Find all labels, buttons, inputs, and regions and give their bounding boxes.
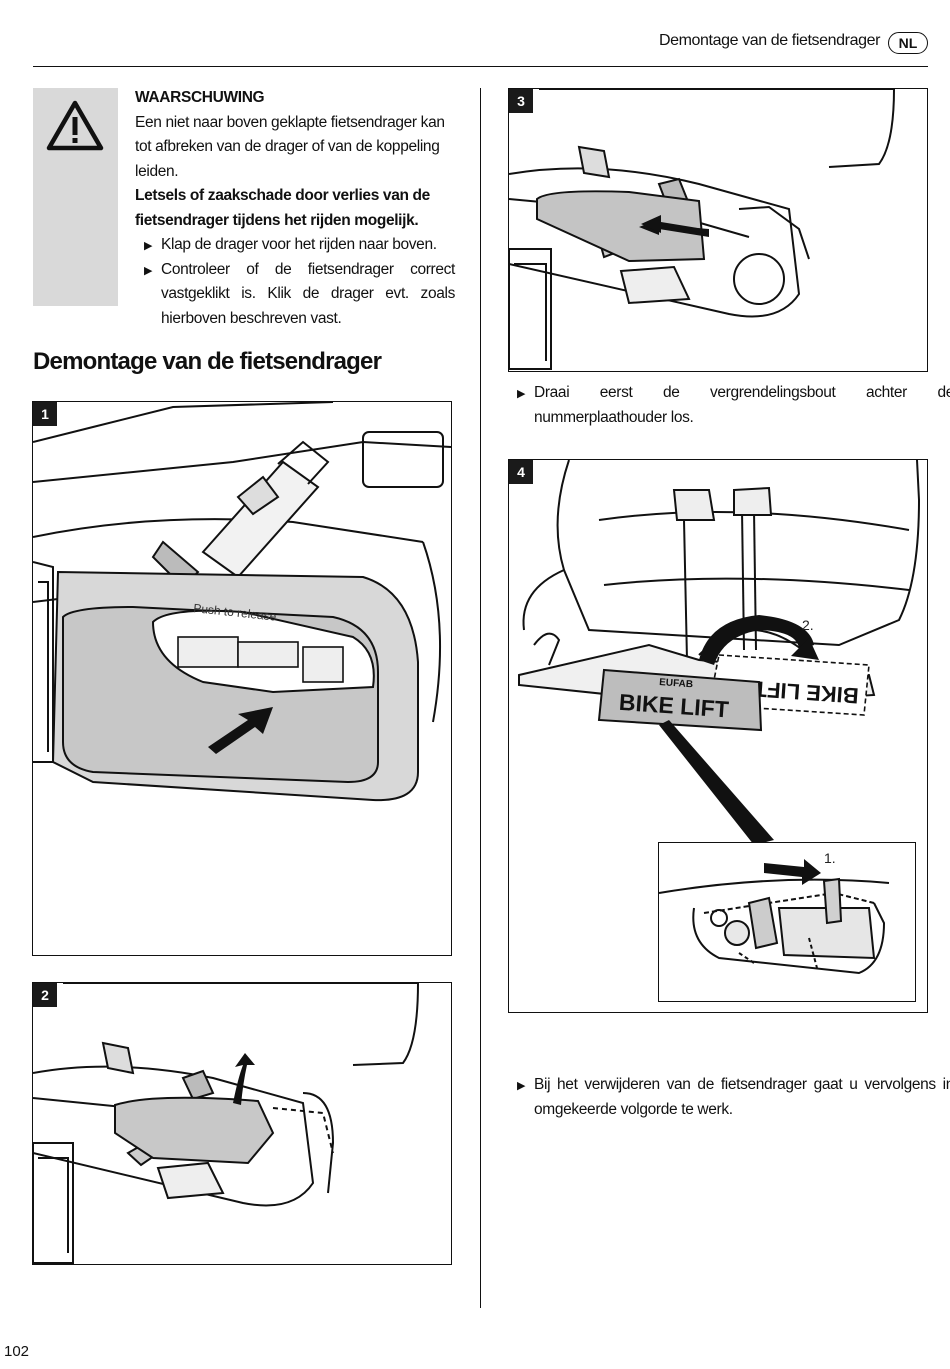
figure-4-detail-illustration: 1.	[659, 850, 890, 975]
bullet-arrow-icon: ▶	[144, 264, 153, 277]
language-badge: NL	[888, 32, 928, 54]
figure-4: BIKE LIFT BIKE LIFT EUFAB 2. 4 1.	[508, 459, 928, 1013]
figure-2-number: 2	[33, 983, 57, 1007]
warning-title: WAARSCHUWING	[135, 89, 265, 106]
figure-4-detail: 1.	[658, 842, 916, 1002]
section-title: Demontage van de fietsendrager	[33, 348, 382, 375]
header-rule	[33, 66, 928, 67]
instruction-bullet: ▶ Draai eerst de vergrendelingsbout acht…	[508, 381, 950, 430]
figure-3: 3	[508, 88, 928, 372]
figure-2-illustration	[33, 983, 420, 1264]
bullet-arrow-icon: ▶	[144, 240, 153, 252]
step-1-label: 1.	[824, 850, 836, 866]
bullet-arrow-icon: ▶	[517, 388, 526, 400]
warning-bold-text: Letsels of zaakschade door verlies van d…	[135, 187, 430, 229]
warning-bullet: ▶ Klap de drager voor het rijden naar bo…	[135, 233, 455, 258]
header-title: Demontage van de fietsendrager	[658, 32, 880, 49]
figure-1: Push to release 1	[32, 401, 452, 956]
figure-4-number: 4	[509, 460, 533, 484]
instruction-bullet: ▶ Bij het verwijderen van de fietsendrag…	[508, 1073, 950, 1122]
warning-bullet-text: Controleer of de fietsendrager correct v…	[161, 260, 455, 327]
step-2-label: 2.	[802, 617, 814, 633]
figure-3-number: 3	[509, 89, 533, 113]
bullet-arrow-icon: ▶	[517, 1080, 526, 1092]
figure-1-number: 1	[33, 402, 57, 426]
instruction-text: Draai eerst de vergrendelingsbout achter…	[534, 384, 950, 426]
figure-4-illustration: BIKE LIFT BIKE LIFT EUFAB 2.	[518, 460, 921, 845]
figure-3-illustration	[509, 89, 896, 370]
warning-text-block: WAARSCHUWING Een niet naar boven geklapt…	[135, 86, 455, 331]
figure-2: 2	[32, 982, 452, 1265]
instruction-text: Bij het verwijderen van de fietsendrager…	[534, 1076, 950, 1118]
warning-triangle-icon	[46, 100, 104, 151]
column-divider	[480, 88, 481, 1308]
page-number: 102	[4, 1343, 30, 1360]
warning-bullet: ▶ Controleer of de fietsendrager correct…	[135, 258, 455, 332]
warning-text: Een niet naar boven geklapte fietsendrag…	[135, 113, 445, 180]
warning-bullet-text: Klap de drager voor het rijden naar bove…	[161, 236, 437, 253]
brand-label: EUFAB	[659, 677, 694, 690]
figure-1-illustration: Push to release	[33, 402, 451, 802]
